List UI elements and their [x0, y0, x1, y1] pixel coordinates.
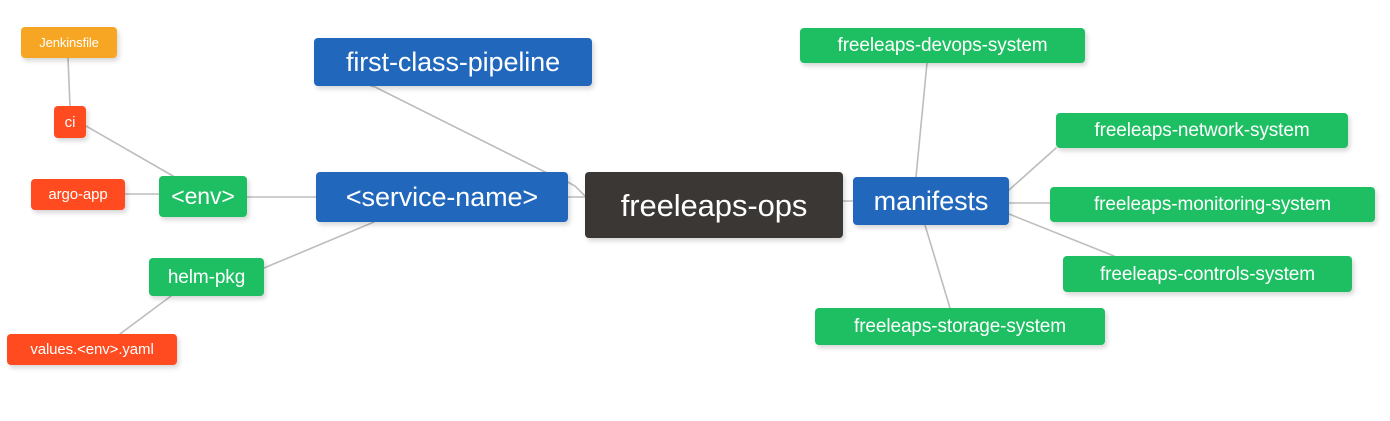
node-service-name[interactable]: <service-name>: [316, 172, 568, 222]
node-label-helm-pkg: helm-pkg: [167, 266, 246, 288]
edge-ci-to-jenkinsfile: [67, 57, 71, 107]
node-label-argo-app: argo-app: [48, 186, 108, 203]
node-env[interactable]: <env>: [159, 176, 247, 217]
node-label-freeleaps-controls-system: freeleaps-controls-system: [1099, 263, 1316, 285]
node-argo-app[interactable]: argo-app: [31, 179, 125, 210]
edge-manifests-to-freeleaps-network-system: [1008, 147, 1057, 191]
node-label-freeleaps-monitoring-system: freeleaps-monitoring-system: [1094, 194, 1331, 215]
node-label-jenkinsfile: Jenkinsfile: [39, 35, 99, 50]
node-values-env-yaml[interactable]: values.<env>.yaml: [7, 334, 177, 365]
node-label-freeleaps-devops-system: freeleaps-devops-system: [837, 35, 1048, 56]
edge-manifests-to-freeleaps-storage-system: [924, 224, 951, 309]
node-manifests[interactable]: manifests: [853, 177, 1009, 225]
node-label-service-name: <service-name>: [345, 181, 539, 212]
node-label-ci: ci: [64, 113, 76, 131]
edge-env-to-ci: [85, 125, 174, 177]
node-label-manifests: manifests: [873, 185, 989, 216]
node-label-values-env-yaml: values.<env>.yaml: [30, 341, 154, 358]
node-label-env: <env>: [171, 183, 235, 209]
node-freeleaps-monitoring-system[interactable]: freeleaps-monitoring-system: [1050, 187, 1375, 222]
node-label-first-class-pipeline: first-class-pipeline: [345, 46, 561, 77]
node-freeleaps-devops-system[interactable]: freeleaps-devops-system: [800, 28, 1085, 63]
node-label-freeleaps-storage-system: freeleaps-storage-system: [854, 316, 1066, 337]
node-first-class-pipeline[interactable]: first-class-pipeline: [314, 38, 592, 86]
node-label-freeleaps-network-system: freeleaps-network-system: [1094, 120, 1310, 141]
node-freeleaps-storage-system[interactable]: freeleaps-storage-system: [815, 308, 1105, 345]
edge-manifests-to-freeleaps-devops-system: [915, 62, 928, 178]
node-freeleaps-controls-system[interactable]: freeleaps-controls-system: [1063, 256, 1352, 292]
node-freeleaps-ops[interactable]: freeleaps-ops: [585, 172, 843, 238]
edge-helm-pkg-to-values-env-yaml: [119, 295, 172, 335]
node-label-freeleaps-ops: freeleaps-ops: [620, 187, 808, 223]
edge-service-name-to-helm-pkg: [263, 221, 375, 269]
node-freeleaps-network-system[interactable]: freeleaps-network-system: [1056, 113, 1348, 148]
node-helm-pkg[interactable]: helm-pkg: [149, 258, 264, 296]
node-jenkinsfile[interactable]: Jenkinsfile: [21, 27, 117, 58]
node-ci[interactable]: ci: [54, 106, 86, 138]
